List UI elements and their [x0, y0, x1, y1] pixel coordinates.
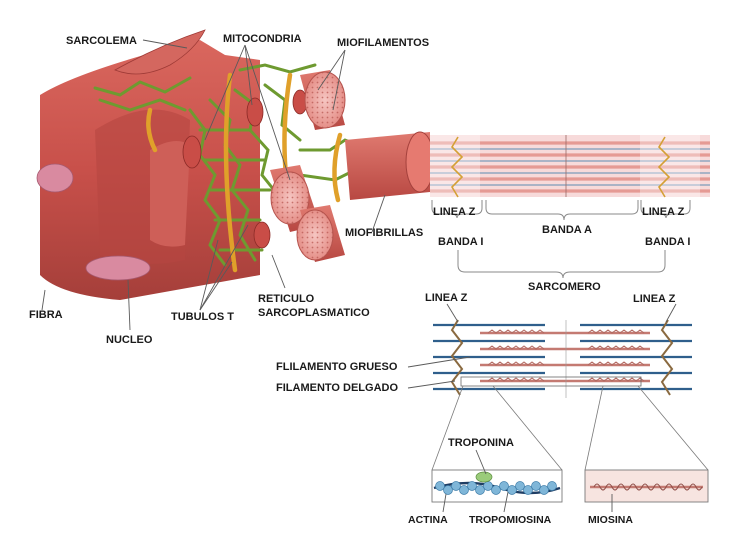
label-miosina: MIOSINA	[588, 514, 633, 526]
label-fibra: FIBRA	[29, 309, 63, 321]
label-filamento-delgado: FILAMENTO DELGADO	[276, 382, 398, 394]
zoom-guides	[431, 385, 709, 471]
label-tubulos-t: TUBULOS T	[171, 311, 234, 323]
label-banda-i-left: BANDA I	[438, 236, 483, 248]
label-filamento-grueso: FLILAMENTO GRUESO	[276, 361, 398, 373]
label-banda-i-right: BANDA I	[645, 236, 690, 248]
label-troponina: TROPONINA	[448, 437, 514, 449]
label-linea-z-detail-left: LINEA Z	[425, 292, 468, 304]
sarcomere-strip	[430, 135, 710, 198]
label-reticulo: RETICULO	[258, 293, 315, 305]
thick-filament-inset	[584, 469, 709, 503]
sarcomere-brackets	[431, 200, 691, 279]
myofibril-extension	[345, 131, 435, 200]
label-actina: ACTINA	[408, 514, 448, 526]
label-miofilamentos: MIOFILAMENTOS	[337, 37, 429, 49]
label-linea-z-left: LINEA Z	[433, 206, 476, 218]
label-sarcoplasmatico: SARCOPLASMATICO	[258, 307, 370, 319]
label-sarcolema: SARCOLEMA	[66, 35, 137, 47]
myofibril-bundles	[270, 70, 346, 262]
leader-lines	[41, 39, 677, 513]
nucleus-shapes	[36, 163, 151, 281]
label-linea-z-right: LINEA Z	[642, 206, 685, 218]
label-banda-a: BANDA A	[542, 224, 592, 236]
labels: SARCOLEMA MITOCONDRIA MIOFILAMENTOS MIOF…	[29, 33, 690, 526]
label-miofibrillas: MIOFIBRILLAS	[345, 227, 423, 239]
label-sarcomero: SARCOMERO	[528, 281, 601, 293]
label-tropomiosina: TROPOMIOSINA	[469, 514, 552, 526]
label-mitocondria: MITOCONDRIA	[223, 33, 302, 45]
label-linea-z-detail-right: LINEA Z	[633, 293, 676, 305]
sarcomere-detail	[433, 319, 692, 398]
thin-filament-inset	[431, 469, 563, 503]
muscle-fiber	[40, 29, 260, 300]
label-nucleo: NUCLEO	[106, 334, 153, 346]
